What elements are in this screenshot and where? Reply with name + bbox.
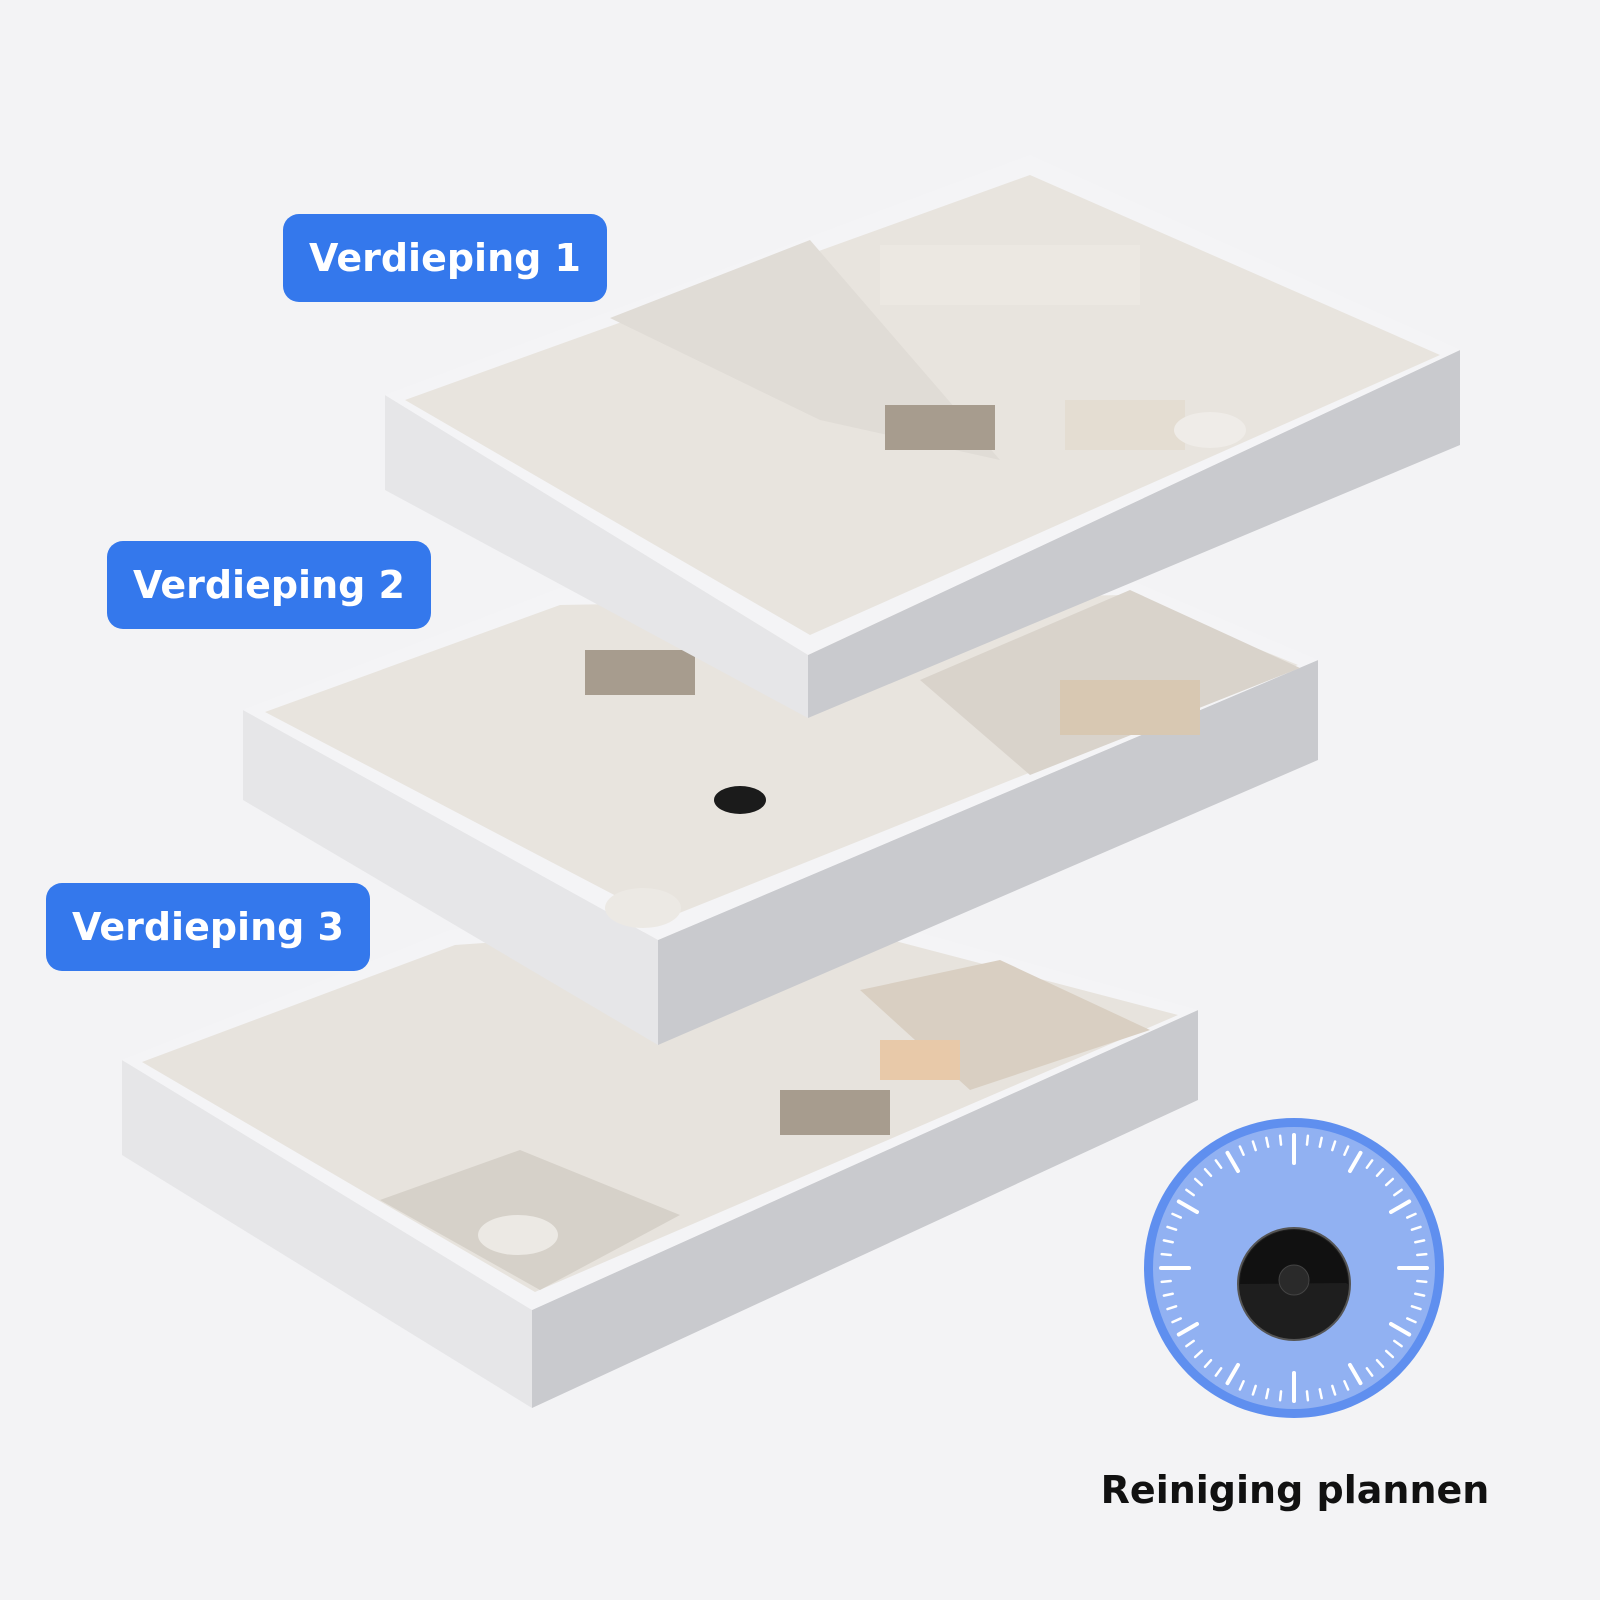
clock-tick [1238,1145,1245,1156]
clock-tick [1416,1279,1428,1284]
clock-tick [1278,1134,1283,1146]
clock-tick [1214,1367,1223,1377]
clock-tick [1166,1305,1178,1311]
clock-tick [1162,1292,1174,1297]
clock-tick [1185,1339,1195,1348]
clock-tick [1406,1317,1417,1324]
clock-tick [1251,1140,1257,1152]
clock-tick [1305,1134,1310,1146]
floor-2-model [243,580,1318,1045]
clock-tick [1176,1322,1200,1337]
clock-tick [1193,1177,1204,1187]
clock-tick [1388,1199,1412,1214]
clock-tick [1203,1167,1213,1178]
clock-tick [1416,1252,1428,1257]
clock-tick [1238,1380,1245,1391]
clock-tick [1193,1349,1204,1359]
clock-tick [1331,1384,1337,1396]
clock-tick [1384,1177,1395,1187]
clock-tick [1278,1390,1283,1402]
clock-tick [1318,1388,1323,1400]
clock-tick [1343,1380,1350,1391]
clock-tick [1375,1167,1385,1178]
floor-1-model [385,155,1460,718]
clock-tick [1214,1159,1223,1169]
clock-tick [1414,1292,1426,1297]
clock-tick [1410,1305,1422,1311]
clock-tick [1225,1150,1240,1174]
clock-tick [1171,1212,1182,1219]
clock-tick [1166,1225,1178,1231]
schedule-cleaning-caption: Reiniging plannen [1100,1468,1490,1512]
clock-tick [1318,1136,1323,1148]
clock-tick [1225,1362,1240,1386]
clock-tick [1406,1212,1417,1219]
clock-tick [1343,1145,1350,1156]
clock-tick [1251,1384,1257,1396]
clock-tick [1331,1140,1337,1152]
clock-tick [1176,1199,1200,1214]
clock-tick [1348,1362,1363,1386]
floor-3-label[interactable]: Verdieping 3 [46,883,370,971]
clock-tick [1160,1252,1172,1257]
clock-tick [1414,1239,1426,1244]
clock-tick [1265,1136,1270,1148]
clock-tick [1185,1188,1195,1197]
clock-tick [1203,1358,1213,1369]
clock-tick [1171,1317,1182,1324]
clock-tick [1393,1188,1403,1197]
clock-tick [1393,1339,1403,1348]
robot-vacuum-icon [1237,1227,1351,1341]
clock-tick [1410,1225,1422,1231]
clock-tick [1365,1159,1374,1169]
clock-tick [1375,1358,1385,1369]
clock-tick [1305,1390,1310,1402]
floor-1-label[interactable]: Verdieping 1 [283,214,607,302]
clock-tick [1265,1388,1270,1400]
floor-2-label[interactable]: Verdieping 2 [107,541,431,629]
clock-tick [1348,1150,1363,1174]
clock-tick [1365,1367,1374,1377]
clock-tick [1162,1239,1174,1244]
clock-tick [1388,1322,1412,1337]
clock-tick [1384,1349,1395,1359]
clock-tick [1160,1279,1172,1284]
floor-3-model [122,905,1198,1408]
